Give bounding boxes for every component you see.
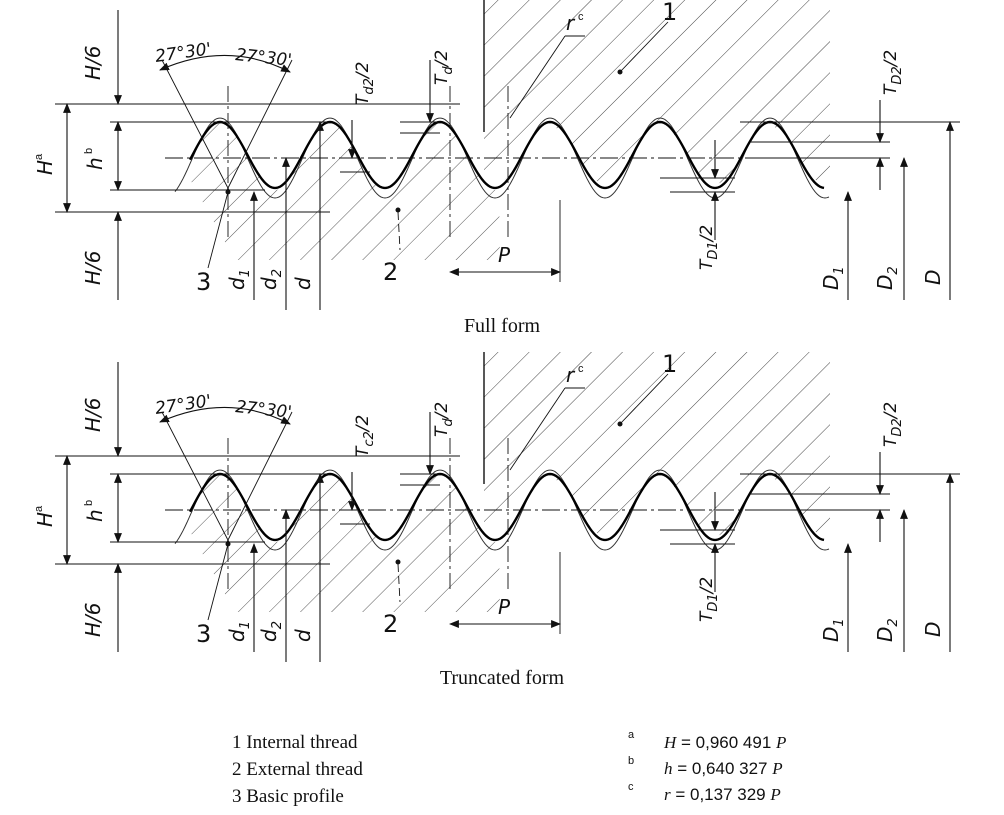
h6-bottom-label: H/6 (81, 602, 105, 637)
TD1-label: TD1/2 (697, 225, 721, 270)
td-label: Td/2 (432, 402, 456, 437)
flank-right (225, 59, 293, 193)
view-caption: Full form (464, 315, 541, 337)
callout-2-label: 2 (383, 258, 398, 286)
d2-label: d2 (257, 269, 285, 290)
H-label: H (33, 160, 57, 175)
callout-2-dot (395, 207, 401, 213)
angle-arc (159, 54, 291, 73)
callout-1-label: 1 (662, 0, 677, 26)
basic-profile-line (174, 469, 830, 551)
thread-profile-line (188, 120, 825, 190)
TD2-label: TD2/2 (881, 402, 905, 447)
flank-right (225, 411, 293, 545)
basic-profile-line (174, 117, 830, 199)
callout-2-leader (397, 211, 401, 251)
internal-thread-hatch (484, 0, 830, 184)
legend-item: 1 Internal thread (232, 732, 358, 753)
r-leader (509, 35, 566, 119)
callout-3-dot (225, 189, 231, 195)
d-label: d (291, 277, 315, 290)
H-superscript: a (33, 505, 45, 512)
legend: 1 Internal thread 2 External thread 3 Basi… (232, 729, 786, 807)
note-formula: h = 0,640 327 P (664, 759, 783, 778)
D1-label: D1 (819, 266, 847, 290)
pitch-label: P (498, 595, 511, 619)
callout-2-leader (397, 563, 401, 603)
callout-1-leader (619, 21, 669, 73)
r-superscript: c (578, 363, 584, 375)
internal-thread-hatch (484, 352, 830, 536)
d1-label: d1 (225, 269, 253, 290)
D-label: D (921, 270, 945, 285)
D1-label: D1 (819, 618, 847, 642)
note-mark: b (628, 755, 634, 767)
thread-profile-line (188, 472, 825, 542)
TD2-label: TD2/2 (881, 50, 905, 95)
r-superscript: c (578, 11, 584, 23)
h6-top-label: H/6 (81, 397, 105, 432)
view-caption: Truncated form (440, 667, 565, 689)
angle-right-label: 27°30' (234, 45, 292, 71)
callout-1-dot (617, 69, 623, 75)
note-mark: c (628, 781, 634, 793)
callout-3-label: 3 (196, 268, 211, 296)
callout-1-dot (617, 421, 623, 427)
callout-3-dot (225, 541, 231, 547)
H-label: H (33, 512, 57, 527)
angle-right-label: 27°30' (234, 397, 292, 423)
note-formula: r = 0,137 329 P (664, 785, 781, 804)
pitch-label: P (498, 243, 511, 267)
td2-label: Td2/2 (353, 62, 377, 105)
h6-top-label: H/6 (81, 45, 105, 80)
flank-left (161, 411, 231, 545)
callout-3-leader (207, 543, 229, 621)
h-label: h (83, 157, 107, 170)
legend-item: 2 External thread (232, 759, 363, 780)
external-thread-hatch (185, 474, 500, 612)
td2-label: Tc2/2 (353, 415, 377, 457)
d1-label: d1 (225, 621, 253, 642)
h-superscript: b (83, 500, 95, 506)
callout-2-dot (395, 559, 401, 565)
d-label: d (291, 629, 315, 642)
r-label: r (566, 11, 576, 35)
angle-arc (159, 406, 291, 425)
h-superscript: b (83, 148, 95, 154)
td-label: Td/2 (432, 50, 456, 85)
callout-3-label: 3 (196, 620, 211, 648)
legend-item: 3 Basic profile (232, 786, 344, 807)
d2-label: d2 (257, 621, 285, 642)
callout-1-label: 1 (662, 350, 677, 378)
H-superscript: a (33, 153, 45, 160)
external-thread-hatch (185, 122, 500, 260)
r-leader (509, 387, 566, 471)
angle-left-label: 27°30' (154, 391, 213, 419)
h6-bottom-label: H/6 (81, 250, 105, 285)
angle-left-label: 27°30' (154, 39, 213, 67)
TD1-label: TD1/2 (697, 577, 721, 622)
callout-3-leader (207, 191, 229, 269)
h-label: h (83, 509, 107, 522)
callout-2-label: 2 (383, 610, 398, 638)
r-label: r (566, 363, 576, 387)
note-formula: H = 0,960 491 P (663, 733, 786, 752)
flank-left (161, 59, 231, 193)
D2-label: D2 (873, 266, 901, 290)
callout-1-leader (619, 373, 669, 425)
note-mark: a (628, 729, 635, 741)
D2-label: D2 (873, 618, 901, 642)
D-label: D (921, 622, 945, 637)
